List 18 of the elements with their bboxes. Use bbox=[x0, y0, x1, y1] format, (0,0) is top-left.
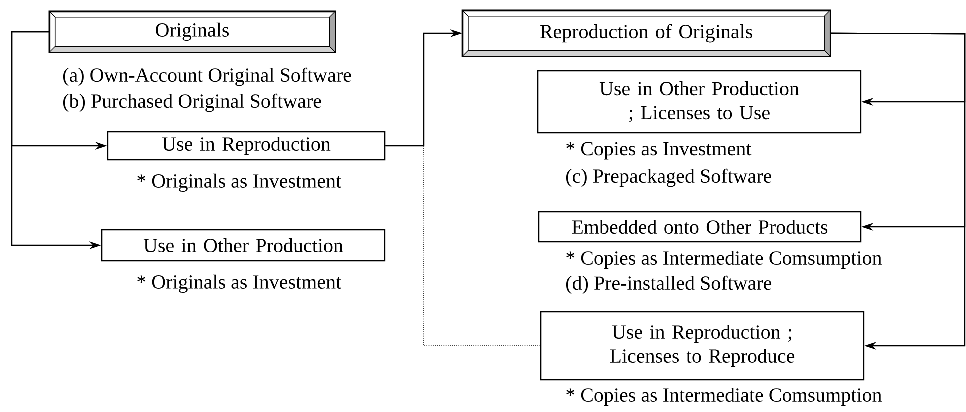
note-text: * Originals as Investment bbox=[138, 274, 342, 294]
process-box: Use in Other Production bbox=[101, 229, 386, 262]
note-text: * Copies as Investment bbox=[566, 142, 752, 160]
note-text: * Copies as Intermediate Comsumption bbox=[566, 250, 882, 270]
arrow bbox=[830, 32, 966, 350]
note-text: * Copies as Intermediate Comsumption bbox=[566, 388, 882, 406]
process-box: Use in Reproduction ; Licenses to Reproduce bbox=[540, 311, 865, 381]
process-box: Use in Reproduction bbox=[107, 131, 386, 161]
note-text: * Originals as Investment bbox=[138, 174, 342, 192]
bevel-box: Originals bbox=[48, 10, 336, 54]
note-text: (b) Purchased Original Software bbox=[63, 94, 322, 112]
process-box: Use in Other Production ; Licenses to Use bbox=[537, 70, 862, 134]
process-box: Embedded onto Other Products bbox=[538, 211, 862, 243]
note-text: (a) Own-Account Original Software bbox=[63, 68, 352, 86]
note-text: (d) Pre-installed Software bbox=[566, 276, 772, 294]
note-text: (c) Prepackaged Software bbox=[566, 168, 772, 188]
bevel-box: Reproduction of Originals bbox=[462, 10, 832, 58]
dotted-connector bbox=[385, 146, 541, 346]
